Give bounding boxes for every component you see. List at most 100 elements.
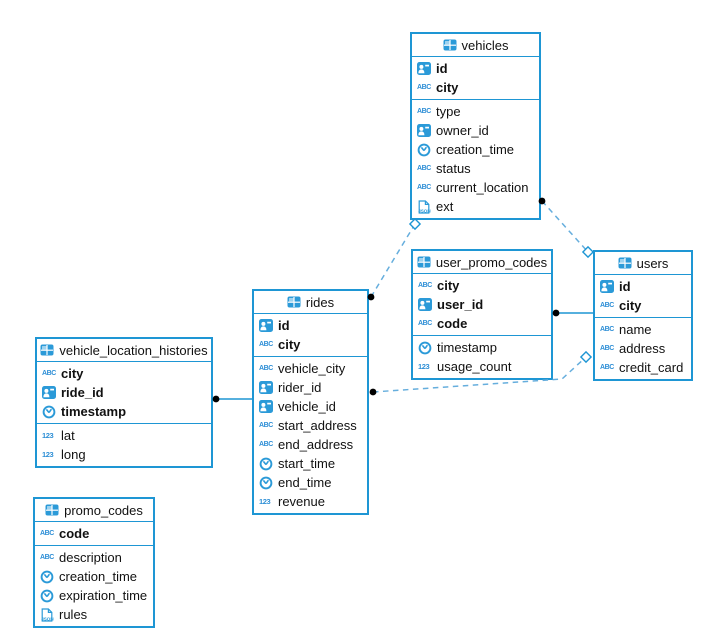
field-label: revenue (278, 494, 325, 509)
field-label: code (437, 316, 468, 331)
key-fields-section: id ABC city (595, 275, 691, 318)
field-row: id (595, 277, 691, 296)
field-label: city (619, 298, 642, 313)
fields-section: ABC type owner_id creation_time ABC stat… (412, 100, 539, 218)
id-card-icon (417, 124, 436, 137)
field-label: id (436, 61, 448, 76)
key-fields-section: ABC city ride_id timestamp (37, 362, 211, 424)
fields-section: ABC name ABC address ABC credit_card (595, 318, 691, 379)
table-header[interactable]: user_promo_codes (413, 251, 551, 274)
table-title: users (636, 255, 669, 271)
text-icon: ABC (417, 184, 431, 191)
field-label: id (619, 279, 631, 294)
table-icon (417, 256, 431, 268)
field-row: ABC current_location (412, 178, 539, 197)
fields-section: timestamp 123 usage_count (413, 336, 551, 378)
field-row: ABC city (413, 276, 551, 295)
table-vehicle_location_histories[interactable]: vehicle_location_histories ABC city ride… (35, 337, 213, 468)
field-row: JSON rules (35, 605, 153, 624)
table-title: promo_codes (64, 502, 143, 518)
table-title: user_promo_codes (435, 254, 548, 270)
svg-text:JSON: JSON (41, 616, 54, 621)
field-row: ABC code (413, 314, 551, 333)
field-row: timestamp (37, 402, 211, 421)
text-icon: ABC (600, 364, 614, 371)
text-icon: ABC (417, 108, 431, 115)
field-row: vehicle_id (254, 397, 367, 416)
text-icon: ABC (259, 341, 273, 348)
clock-icon (40, 589, 59, 603)
id-card-icon (417, 62, 436, 75)
field-label: description (59, 550, 122, 565)
json-icon: JSON (417, 199, 436, 214)
fk-endpoint-dot (212, 395, 220, 403)
table-user_promo_codes[interactable]: user_promo_codes ABC city user_id ABC co… (411, 249, 553, 380)
fields-section: ABC vehicle_city rider_id vehicle_id ABC… (254, 357, 367, 513)
json-icon: JSON (40, 607, 59, 622)
field-row: ABC type (412, 102, 539, 121)
field-row: ABC city (254, 335, 367, 354)
svg-text:JSON: JSON (418, 208, 431, 213)
field-label: city (61, 366, 84, 381)
field-label: creation_time (59, 569, 138, 584)
table-title: vehicle_location_histories (59, 342, 208, 358)
key-fields-section: id ABC city (412, 57, 539, 100)
id-card-icon (259, 400, 278, 413)
clock-icon (42, 405, 61, 419)
field-label: city (278, 337, 301, 352)
field-label: id (278, 318, 290, 333)
connector-vehicle_location_histories-rides (212, 395, 252, 403)
field-label: timestamp (437, 340, 497, 355)
table-rides[interactable]: rides id ABC city ABC vehicle_city (252, 289, 369, 515)
clock-icon (259, 476, 278, 490)
field-label: address (619, 341, 666, 356)
field-row: expiration_time (35, 586, 153, 605)
pk-endpoint-diamond (581, 245, 595, 259)
text-icon: ABC (259, 422, 273, 429)
field-row: 123 long (37, 445, 211, 464)
table-title: rides (305, 294, 335, 310)
text-icon: ABC (600, 345, 614, 352)
field-label: ext (436, 199, 454, 214)
field-label: credit_card (619, 360, 684, 375)
field-label: ride_id (61, 385, 104, 400)
field-label: lat (61, 428, 75, 443)
field-row: 123 revenue (254, 492, 367, 511)
field-label: usage_count (437, 359, 512, 374)
text-icon: ABC (259, 365, 273, 372)
table-title: vehicles (461, 37, 509, 53)
table-vehicles[interactable]: vehicles id ABC city ABC type (410, 32, 541, 220)
table-icon (287, 296, 301, 308)
table-promo_codes[interactable]: promo_codes ABC code ABC description cre… (33, 497, 155, 628)
field-row: ABC credit_card (595, 358, 691, 377)
field-label: long (61, 447, 86, 462)
table-header[interactable]: promo_codes (35, 499, 153, 522)
number-icon: 123 (42, 430, 54, 440)
field-label: timestamp (61, 404, 127, 419)
field-label: vehicle_id (278, 399, 336, 414)
field-label: creation_time (436, 142, 515, 157)
table-users[interactable]: users id ABC city ABC name ABC address A… (593, 250, 693, 381)
field-row: timestamp (413, 338, 551, 357)
text-icon: ABC (417, 84, 431, 91)
field-row: 123 usage_count (413, 357, 551, 376)
field-row: id (254, 316, 367, 335)
field-row: user_id (413, 295, 551, 314)
field-label: vehicle_city (278, 361, 346, 376)
field-row: owner_id (412, 121, 539, 140)
text-icon: ABC (42, 370, 56, 377)
field-row: ride_id (37, 383, 211, 402)
table-header[interactable]: vehicle_location_histories (37, 339, 211, 362)
field-label: owner_id (436, 123, 489, 138)
field-row: ABC city (37, 364, 211, 383)
field-label: status (436, 161, 471, 176)
table-header[interactable]: users (595, 252, 691, 275)
field-row: start_time (254, 454, 367, 473)
fk-endpoint-dot (552, 309, 560, 317)
field-label: end_address (278, 437, 354, 452)
table-header[interactable]: vehicles (412, 34, 539, 57)
field-label: city (436, 80, 459, 95)
table-header[interactable]: rides (254, 291, 367, 314)
field-row: ABC city (412, 78, 539, 97)
